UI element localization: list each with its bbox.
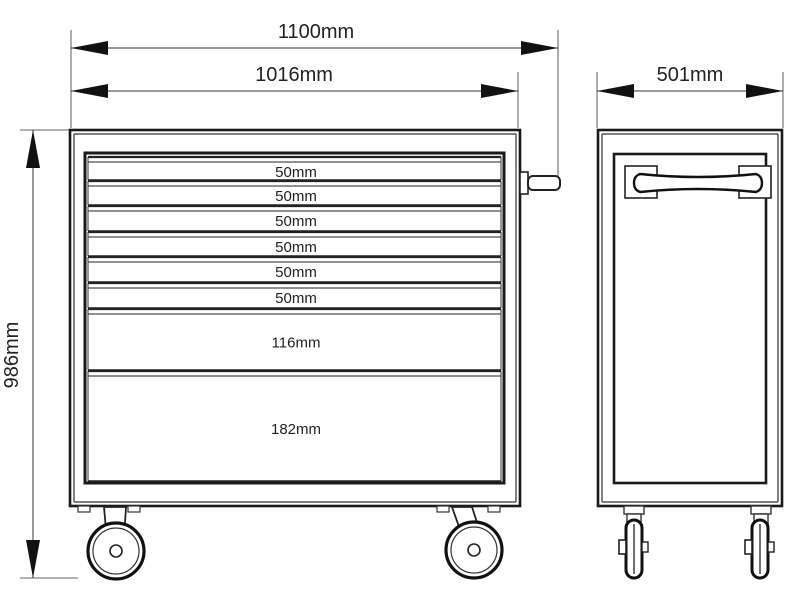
drawer-height-label: 50mm	[275, 164, 317, 181]
arrow-up-icon	[26, 130, 40, 168]
arrow-left-icon	[71, 41, 108, 55]
handle-grip	[527, 175, 561, 191]
arrow-right-icon	[521, 41, 558, 55]
drawer-height-label: 50mm	[275, 239, 317, 256]
drawer-stack: 50mm 50mm 50mm 50mm 50mm 50mm 116mm 182mm	[87, 155, 502, 482]
brake-lever	[744, 539, 753, 555]
side-view	[596, 128, 784, 580]
brake-lever	[618, 539, 627, 555]
wheel-hub	[467, 543, 481, 557]
caster-plate	[436, 505, 450, 513]
arrow-left-icon	[597, 84, 634, 98]
caster-left	[77, 505, 146, 581]
drawer-frame	[83, 151, 506, 485]
cabinet-outer	[68, 128, 522, 508]
side-caster-right	[744, 505, 775, 580]
arrow-right-icon	[746, 84, 783, 98]
drawer-height-label: 116mm	[272, 335, 321, 352]
caster-plate	[750, 505, 772, 515]
caster-plate	[127, 505, 141, 513]
drawer-height-label: 50mm	[275, 264, 317, 281]
handle-bracket	[519, 171, 529, 195]
side-panel	[612, 152, 768, 485]
brake-pad	[767, 541, 775, 553]
drawer-height-label: 50mm	[275, 290, 317, 307]
drawer-height-label: 50mm	[275, 188, 317, 205]
brake-pad	[641, 541, 649, 553]
drawer-height-label: 50mm	[275, 213, 317, 230]
depth-label: 501mm	[657, 64, 724, 86]
side-handle-top	[624, 165, 772, 199]
dimension-body-width: 1016mm	[71, 64, 519, 128]
caster-plate	[77, 505, 91, 513]
dimension-depth: 501mm	[596, 64, 784, 128]
dimension-height: 986mm	[1, 129, 78, 579]
caster-plate	[623, 505, 645, 515]
arrow-left-icon	[71, 84, 108, 98]
arrow-down-icon	[26, 540, 40, 578]
side-caster-left	[618, 505, 649, 580]
drawer-height-label: 182mm	[271, 421, 321, 438]
wheel-rim	[450, 526, 498, 574]
wheel-rim	[92, 527, 140, 575]
caster-right	[436, 505, 504, 580]
side-handle	[519, 171, 561, 195]
caster-plate	[487, 505, 501, 513]
wheel-hub	[109, 544, 123, 558]
arrow-right-icon	[481, 84, 518, 98]
body-width-label: 1016mm	[255, 64, 333, 86]
dimension-overall-width: 1100mm	[70, 21, 559, 180]
drawer-8: 182mm	[87, 369, 502, 482]
handle-bar	[632, 172, 764, 194]
overall-width-label: 1100mm	[278, 21, 354, 43]
height-label: 986mm	[1, 322, 23, 389]
front-view: 50mm 50mm 50mm 50mm 50mm 50mm 116mm 182mm	[68, 128, 561, 581]
